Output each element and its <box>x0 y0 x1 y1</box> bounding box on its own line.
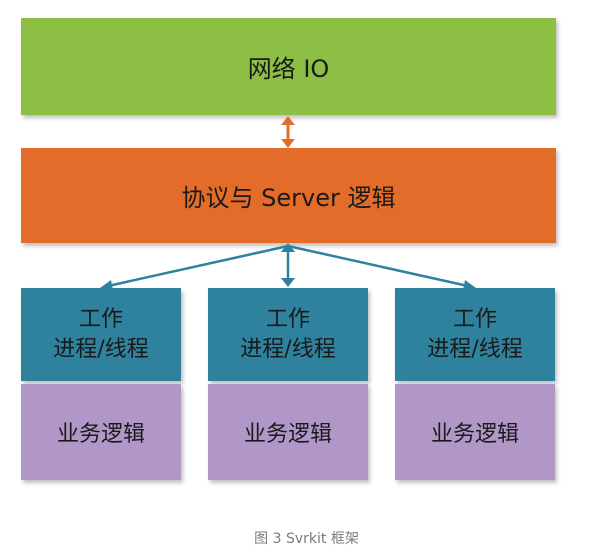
worker-label-line2: 进程/线程 <box>53 336 149 362</box>
worker-box-2: 工作 进程/线程 <box>208 288 368 381</box>
protocol-worker3-arrow <box>287 244 476 290</box>
worker-label-line2: 进程/线程 <box>240 336 336 362</box>
business-logic-box-2: 业务逻辑 <box>208 384 368 480</box>
worker-label-line2: 进程/线程 <box>427 336 523 362</box>
network-io-label: 网络 IO <box>247 55 330 83</box>
protocol-server-logic-box: 协议与 Server 逻辑 <box>21 148 556 243</box>
network-protocol-arrow <box>281 116 295 148</box>
business-logic-label: 业务逻辑 <box>430 422 519 447</box>
worker-box-3: 工作 进程/线程 <box>395 288 555 381</box>
worker-label-line1: 工作 <box>265 306 310 332</box>
worker-label-line1: 工作 <box>78 306 123 332</box>
protocol-worker1-arrow <box>100 244 289 290</box>
worker-label-line1: 工作 <box>452 306 497 332</box>
figure-caption: 图 3 Svrkit 框架 <box>254 531 359 547</box>
worker-box-1: 工作 进程/线程 <box>21 288 181 381</box>
protocol-worker2-arrow <box>281 243 295 287</box>
business-logic-label: 业务逻辑 <box>243 422 332 447</box>
protocol-server-logic-label: 协议与 Server 逻辑 <box>181 184 396 212</box>
business-logic-label: 业务逻辑 <box>56 422 145 447</box>
business-logic-box-3: 业务逻辑 <box>395 384 555 480</box>
network-io-box: 网络 IO <box>21 18 556 115</box>
business-logic-box-1: 业务逻辑 <box>21 384 181 480</box>
